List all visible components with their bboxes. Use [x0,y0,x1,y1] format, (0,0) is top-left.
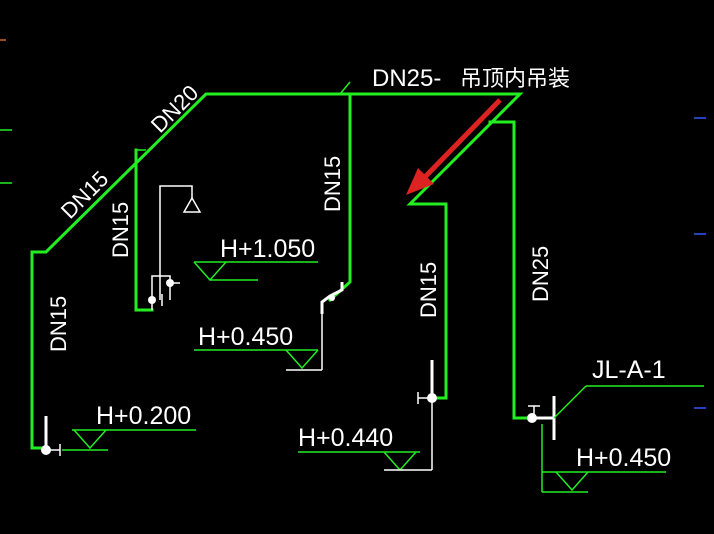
shower-fixture [148,185,202,310]
pipe-size-dn20: DN20 [146,80,203,137]
elevation-marker-left: H+0.200 [62,402,196,451]
edge-markers [0,39,706,409]
pipe-size-dn25-right: DN25 [528,246,553,302]
pipe-size-dn15-riser-b: DN15 [46,296,71,352]
elevation-valve: H+0.450 [198,323,293,351]
valve-node-icon [329,295,335,301]
riser-id-leader: JL-A-1 [553,356,704,419]
valve-node-icon [148,296,156,304]
pipe-network [30,81,532,450]
pipe-shower-branch [134,148,154,312]
elevation-marker-riser-main: H+0.450 [541,424,671,493]
tee-mark [339,81,351,95]
pipe-size-dn25-top: DN25- [372,65,441,92]
red-arrow-icon [406,98,502,195]
pipe-size-dn15-branch: DN15 [108,202,133,258]
pipe-main-run [30,92,524,450]
pipe-size-dn15-riser-a: DN15 [320,156,345,212]
riser-id-label: JL-A-1 [592,356,666,384]
shower-head-icon [182,196,202,213]
elevation-riser-main: H+0.450 [576,444,671,472]
pipe-right-riser [488,120,532,420]
pipe-size-dn15-riser-c: DN15 [416,262,441,318]
outlet-left [41,416,61,456]
angle-valve [320,282,344,314]
elevation-marker-riser-b: H+0.440 [298,424,432,472]
elevation-floor-left: H+0.200 [96,402,191,430]
outlet-riser-b [417,360,437,470]
elevation-riser-b: H+0.440 [298,424,393,452]
elevation-marker-valve: H+0.450 [194,314,323,371]
outlet-riser-main [527,396,556,440]
elevation-shower: H+1.050 [220,235,315,263]
elevation-marker-shower: H+1.050 [193,235,318,282]
ceiling-note: 吊顶内吊装 [460,66,570,91]
